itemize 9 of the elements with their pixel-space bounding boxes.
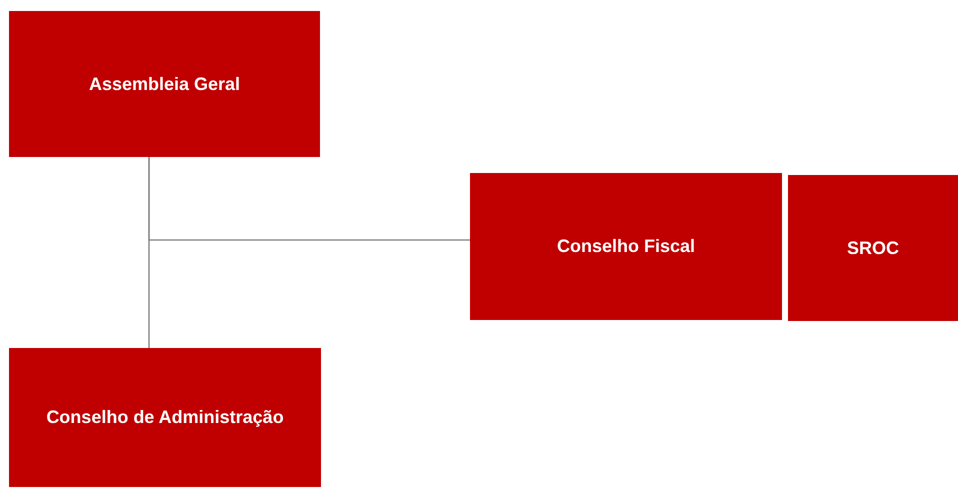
box-label: Assembleia Geral — [88, 72, 240, 96]
org-box — [9, 11, 320, 157]
org-box — [470, 173, 782, 320]
box-label: SROC — [846, 236, 899, 260]
box-label: Conselho Fiscal — [556, 235, 696, 258]
connector-line — [148, 157, 470, 241]
box-label: Conselho de Administração — [46, 406, 284, 429]
org-box — [788, 175, 958, 321]
org-box — [9, 348, 321, 487]
